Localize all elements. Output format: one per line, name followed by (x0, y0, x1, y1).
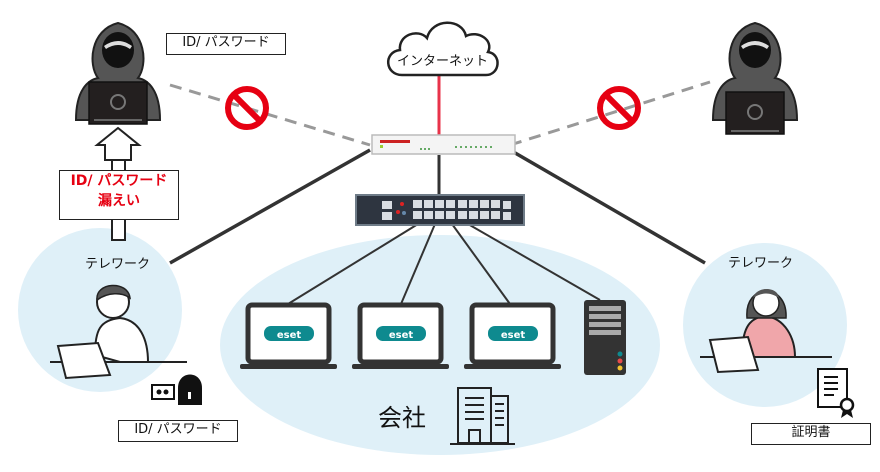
hacker-left-icon (74, 21, 162, 125)
telework-left-label: テレワーク (85, 257, 151, 272)
blocked-link-right (509, 80, 711, 147)
switch-link-4 (467, 223, 601, 301)
blocked-icon-left (225, 86, 269, 130)
certificate-icon (817, 368, 855, 418)
teleworker-woman-icon (700, 289, 832, 374)
server-icon (584, 300, 626, 375)
teleworker-man-icon (50, 284, 187, 380)
leak-line-2: 漏えい (98, 193, 140, 209)
eset-logo-3: eset (501, 330, 526, 341)
telework-right-label: テレワーク (728, 256, 794, 271)
hacker-right-icon (711, 21, 799, 135)
company-laptop-3 (464, 302, 561, 369)
switch-link-2 (400, 223, 436, 305)
company-laptop-2 (352, 302, 449, 369)
blocked-icon-right (597, 86, 641, 130)
firewall-icon (371, 134, 516, 155)
leak-line-1: ID/ パスワード (70, 173, 168, 189)
building-icon (450, 387, 515, 445)
eset-logo-2: eset (389, 330, 414, 341)
company-label: 会社 (378, 404, 426, 432)
switch-link-3 (451, 223, 511, 305)
vpn-link-left (169, 148, 371, 265)
cloud-label: インターネット (397, 54, 489, 69)
certificate-label: 証明書 (751, 423, 871, 445)
attacker-credential-label: ID/ パスワード (166, 33, 286, 55)
telework-credential-label: ID/ パスワード (118, 420, 238, 442)
company-laptop-1 (240, 302, 337, 369)
cloud-icon (387, 21, 499, 77)
vpn-link-right (509, 148, 706, 265)
switch-link-1 (287, 223, 419, 305)
eset-logo-1: eset (277, 330, 302, 341)
id-lock-icon (151, 374, 202, 405)
switch-icon (355, 194, 525, 226)
leak-box: ID/ パスワード 漏えい (59, 170, 179, 220)
blocked-link-left (169, 83, 371, 147)
